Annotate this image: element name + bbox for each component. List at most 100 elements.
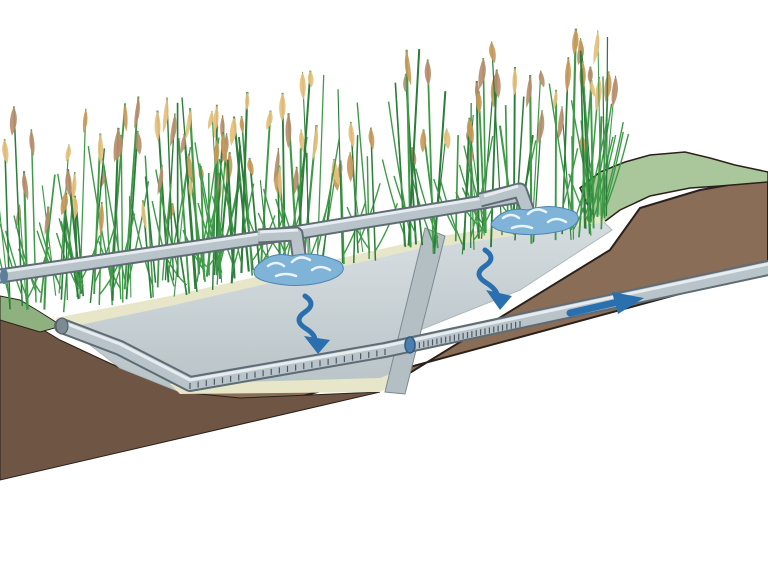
reed-plume xyxy=(368,127,375,150)
reed-plume xyxy=(245,91,250,111)
reed-plume xyxy=(478,57,486,90)
reed-plume xyxy=(186,153,194,184)
reed-plume xyxy=(593,30,600,65)
reed-stem xyxy=(394,82,407,248)
reed-stem xyxy=(356,102,371,253)
pipe-coupling-icon xyxy=(404,336,416,354)
reed-plume xyxy=(184,108,192,141)
reed-leaf xyxy=(605,133,630,207)
reed-stem xyxy=(177,138,191,294)
reed-plume xyxy=(512,66,518,96)
reed-plume xyxy=(229,116,237,146)
reed-plume xyxy=(60,191,69,216)
reed-leaf xyxy=(13,215,37,293)
splash-foam-icon xyxy=(266,256,332,278)
reed-plume xyxy=(346,151,354,183)
reed-plume xyxy=(22,171,29,201)
reed-stem xyxy=(183,133,197,290)
reed-plume xyxy=(170,113,177,147)
reed-stem xyxy=(41,185,57,296)
reed-stem xyxy=(469,141,479,235)
inlet-pipe-system xyxy=(0,182,536,284)
reed-plume xyxy=(116,135,123,161)
reed-leaf xyxy=(38,222,63,290)
reed-plume xyxy=(134,96,140,129)
reed-plume xyxy=(141,200,147,231)
reed-leaf xyxy=(588,103,613,225)
reed-plume xyxy=(123,103,128,132)
reed-stem xyxy=(58,144,70,294)
soil-embankment xyxy=(0,151,768,481)
inlet-pipe-end-icon xyxy=(0,268,8,284)
reed-stem xyxy=(407,49,421,246)
reed-plume xyxy=(589,80,596,98)
reed-vegetation xyxy=(0,28,630,313)
reed-plume xyxy=(572,28,579,55)
reed-stem xyxy=(579,50,586,229)
outflow-arrow xyxy=(566,292,644,317)
reed-plume xyxy=(611,75,618,108)
reed-leaf xyxy=(548,83,572,211)
reed-plume xyxy=(564,57,571,93)
reed-plume xyxy=(552,89,558,112)
reed-plume xyxy=(489,41,496,64)
arrow-head-icon xyxy=(486,290,512,310)
inlet-drop-pipe-right-body xyxy=(478,184,534,214)
reed-stem xyxy=(432,128,448,248)
reed-plume xyxy=(2,139,9,164)
gravel-layer-bottom xyxy=(170,372,400,394)
reed-stem xyxy=(490,41,503,236)
reed-plume xyxy=(9,106,17,136)
reed-plume xyxy=(299,129,306,155)
reed-stem xyxy=(260,110,272,265)
splash-foam-icon xyxy=(501,208,568,230)
reed-plume xyxy=(212,104,219,137)
reed-plume xyxy=(220,132,228,165)
reed-plume xyxy=(537,110,545,144)
reed-plume xyxy=(594,76,602,112)
reed-plume xyxy=(404,49,412,86)
reed-leaf xyxy=(584,121,608,219)
reed-plume xyxy=(424,59,432,86)
reed-plume xyxy=(44,206,50,236)
reed-stem xyxy=(605,36,609,217)
wavy-down-arrow-icon xyxy=(296,293,318,343)
reed-leaf xyxy=(600,121,624,214)
reed-leaf xyxy=(600,131,624,220)
reed-leaf xyxy=(381,159,406,236)
underdrain-pipe-system xyxy=(54,260,768,392)
right-arrow-icon xyxy=(566,298,622,317)
reed-stem xyxy=(13,106,24,307)
wavy-down-arrow-icon xyxy=(476,247,500,297)
reed-plume xyxy=(420,129,427,153)
reed-stem xyxy=(188,108,201,275)
reed-stem xyxy=(454,135,459,242)
reed-leaf xyxy=(194,142,218,266)
water-splash-right xyxy=(490,206,579,236)
reed-plume xyxy=(97,133,104,166)
reed-plume xyxy=(247,157,254,176)
reed-stem xyxy=(240,116,254,276)
reed-stem xyxy=(578,80,593,238)
reed-stem xyxy=(181,97,198,293)
reed-leaf xyxy=(346,206,370,250)
reed-plume xyxy=(266,110,273,130)
reed-plume xyxy=(587,66,593,84)
reed-plume xyxy=(188,177,193,199)
reed-stem xyxy=(125,130,139,300)
reed-plume xyxy=(99,202,104,236)
reed-plume xyxy=(466,117,474,144)
reed-plume xyxy=(207,110,214,130)
reed-plume xyxy=(154,110,161,142)
reed-stem xyxy=(240,91,249,273)
reed-leaf xyxy=(58,218,82,284)
reed-plume xyxy=(475,91,482,114)
reed-stem xyxy=(337,89,344,264)
reed-plume xyxy=(82,108,88,134)
reed-plume xyxy=(239,116,245,134)
arrow-head-icon xyxy=(304,336,330,354)
reed-plume xyxy=(214,139,220,166)
reed-leaf xyxy=(262,188,287,255)
reed-stem xyxy=(306,152,309,272)
